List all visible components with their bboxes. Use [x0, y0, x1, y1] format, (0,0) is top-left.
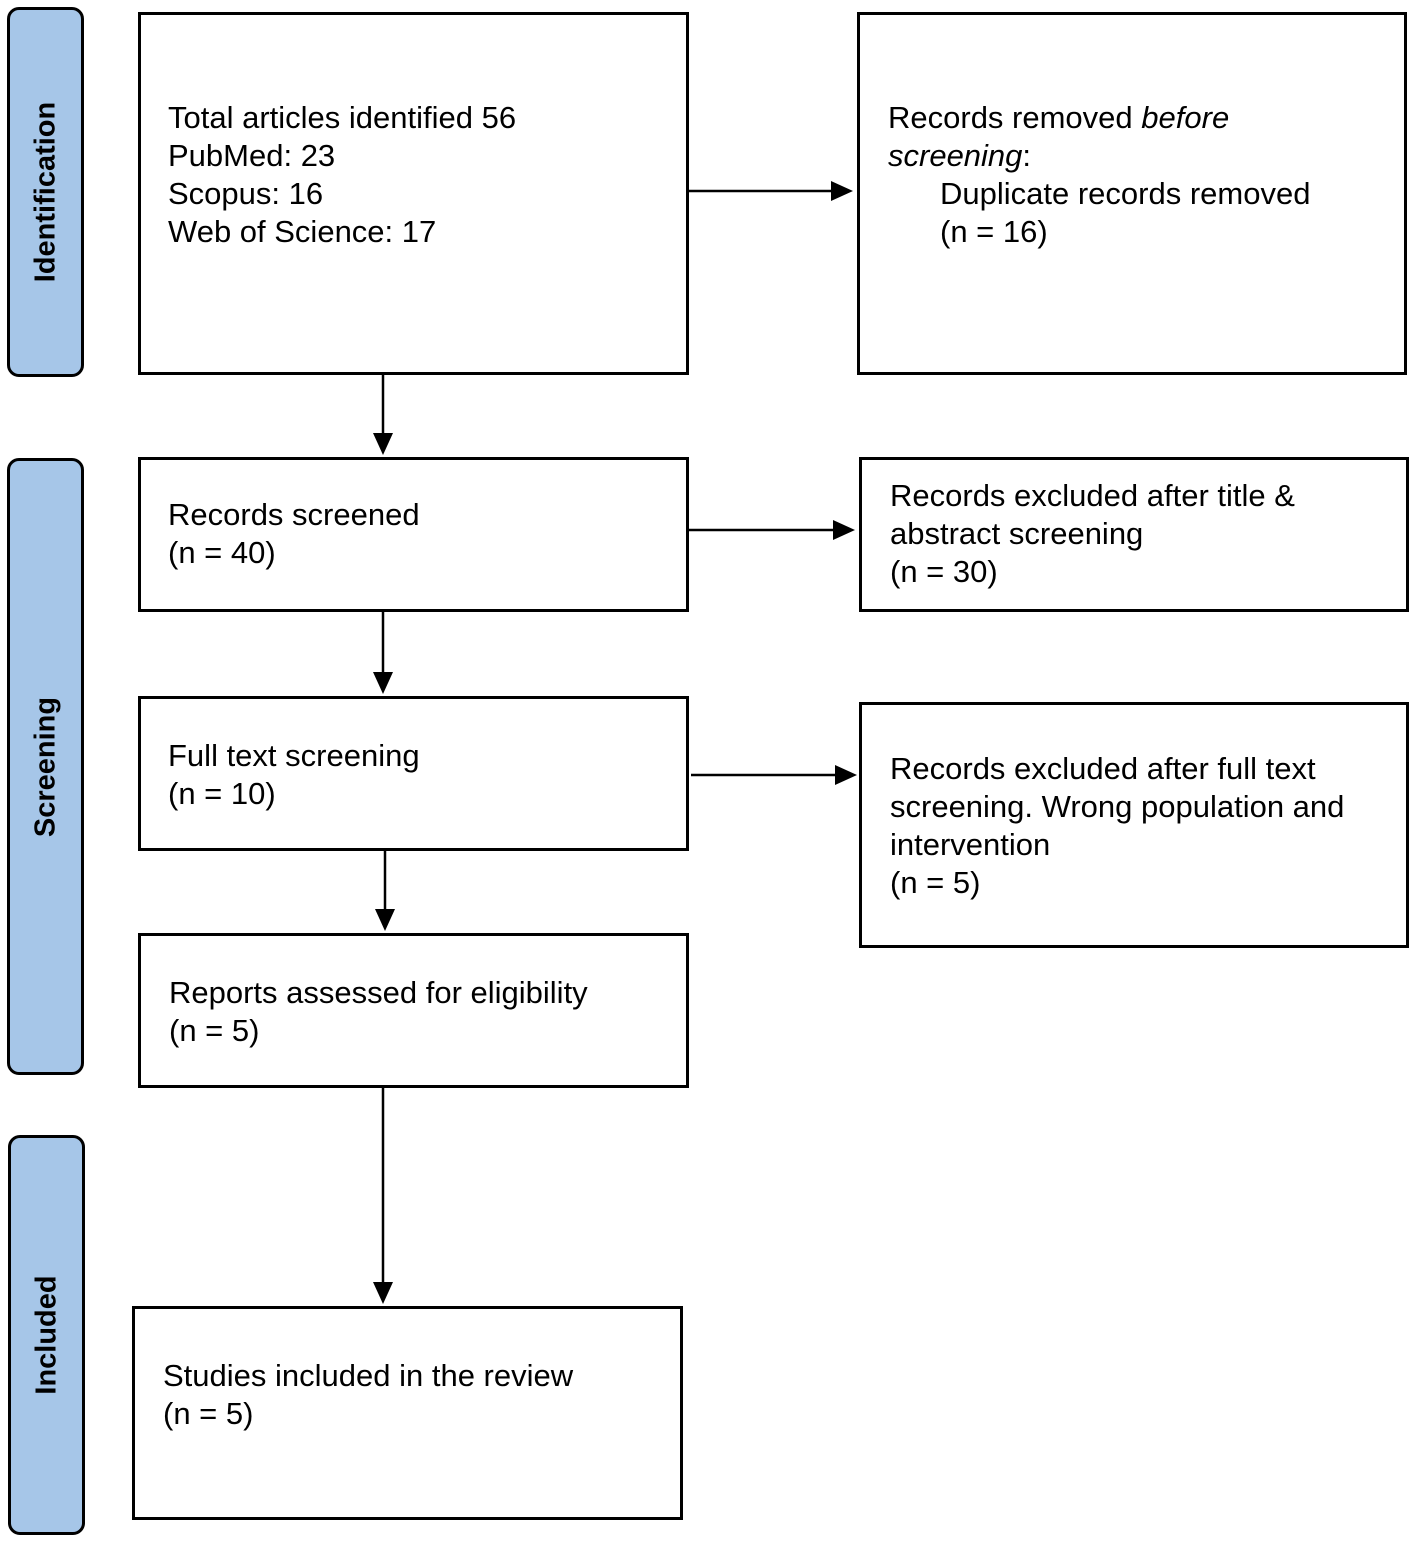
phase-included: Included — [8, 1135, 85, 1535]
eligibility-box: Reports assessed for eligibility (n = 5) — [138, 933, 689, 1088]
removed-heading: Records removed before — [888, 99, 1310, 137]
records-removed-box: Records removed before screening: Duplic… — [857, 12, 1407, 375]
removed-heading-2: screening: — [888, 137, 1310, 175]
full-text-screening-box: Full text screening (n = 10) — [138, 696, 689, 851]
removed-screening-italic: screening — [888, 138, 1023, 173]
excluded-full-count: (n = 5) — [890, 865, 981, 900]
removed-colon: : — [1022, 138, 1032, 173]
arrowhead-removed — [831, 181, 853, 201]
full-text-label: Full text screening — [168, 738, 420, 773]
eligibility-count: (n = 5) — [169, 1013, 260, 1048]
excluded-full-line3: intervention — [890, 827, 1051, 862]
pubmed-count-text: PubMed: 23 — [168, 138, 336, 173]
arrowhead-fulltext — [373, 672, 393, 694]
duplicates-count: (n = 16) — [940, 214, 1048, 249]
excluded-title-line2: abstract screening — [890, 516, 1144, 551]
arrowhead-screened — [373, 433, 393, 455]
excluded-title-count: (n = 30) — [890, 554, 998, 589]
excluded-full-text-box: Records excluded after full text screeni… — [859, 702, 1409, 948]
records-screened-label: Records screened — [168, 497, 420, 532]
phase-identification: Identification — [7, 7, 84, 377]
total-articles-text: Total articles identified 56 — [168, 100, 517, 135]
scopus-count-text: Scopus: 16 — [168, 176, 324, 211]
eligibility-label: Reports assessed for eligibility — [169, 975, 588, 1010]
arrowhead-included — [373, 1282, 393, 1304]
arrowhead-eligibility — [375, 909, 395, 931]
arrowhead-excluded-full — [835, 765, 857, 785]
excluded-title-line1: Records excluded after title & — [890, 478, 1295, 513]
excluded-title-abstract-box: Records excluded after title & abstract … — [859, 457, 1409, 612]
studies-included-label: Studies included in the review — [163, 1358, 574, 1393]
duplicates-label: Duplicate records removed — [940, 176, 1311, 211]
removed-heading-text: Records removed — [888, 100, 1142, 135]
removed-heading-italic: before — [1141, 100, 1230, 135]
wos-count-text: Web of Science: 17 — [168, 214, 437, 249]
phase-screening: Screening — [7, 458, 84, 1075]
studies-included-count: (n = 5) — [163, 1396, 254, 1431]
arrowhead-excluded-title — [833, 520, 855, 540]
records-screened-box: Records screened (n = 40) — [138, 457, 689, 612]
full-text-count: (n = 10) — [168, 776, 276, 811]
identification-box: Total articles identified 56 PubMed: 23 … — [138, 12, 689, 375]
excluded-full-line2: screening. Wrong population and — [890, 789, 1345, 824]
records-screened-count: (n = 40) — [168, 535, 276, 570]
studies-included-box: Studies included in the review (n = 5) — [132, 1306, 683, 1520]
excluded-full-line1: Records excluded after full text — [890, 751, 1316, 786]
